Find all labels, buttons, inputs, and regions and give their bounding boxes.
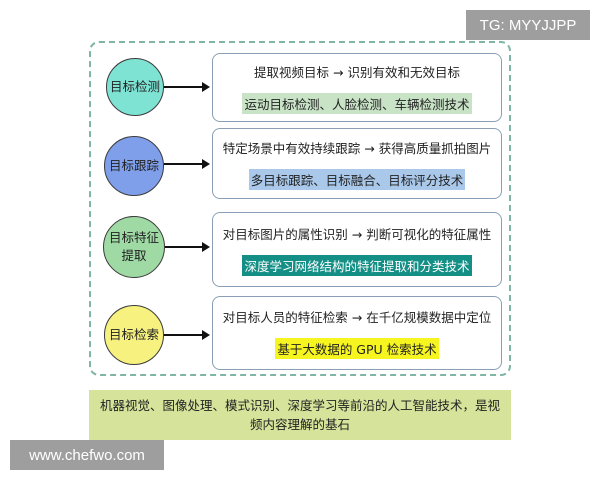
circle-label-line1: 目标特征	[108, 230, 159, 245]
process-description: 对目标人员的特征检索 → 在千亿规模数据中定位	[222, 310, 492, 325]
circle-feature-extraction: 目标特征 提取	[103, 216, 165, 278]
arrow-icon	[164, 159, 210, 169]
circle-target-retrieval: 目标检索	[104, 305, 164, 365]
technology-highlight: 基于大数据的 GPU 检索技术	[275, 338, 439, 359]
description-box-feature: 对目标图片的属性识别 → 判断可视化的特征属性 深度学习网络结构的特征提取和分类…	[212, 212, 502, 287]
technology-highlight: 深度学习网络结构的特征提取和分类技术	[242, 254, 472, 276]
circle-label: 目标检索	[108, 327, 159, 342]
summary-text: 机器视觉、图像处理、模式识别、深度学习等前沿的人工智能技术，是视频内容理解的基石	[99, 398, 500, 432]
description-box-detection: 提取视频目标 → 识别有效和无效目标 运动目标检测、人脸检测、车辆检测技术	[212, 53, 502, 122]
circle-label: 目标跟踪	[108, 158, 159, 173]
watermark-tg: TG: MYYJJPP	[466, 10, 590, 40]
watermark-site: www.chefwo.com	[10, 440, 164, 470]
process-description: 特定场景中有效持续跟踪 → 获得高质量抓拍图片	[222, 140, 492, 156]
process-description: 对目标图片的属性识别 → 判断可视化的特征属性	[222, 226, 492, 242]
technology-highlight: 多目标跟踪、目标融合、目标评分技术	[248, 168, 466, 190]
description-box-tracking: 特定场景中有效持续跟踪 → 获得高质量抓拍图片 多目标跟踪、目标融合、目标评分技…	[212, 128, 502, 199]
process-description: 提取视频目标 → 识别有效和无效目标	[254, 64, 460, 80]
arrow-icon	[164, 82, 210, 92]
description-box-retrieval: 对目标人员的特征检索 → 在千亿规模数据中定位 基于大数据的 GPU 检索技术	[212, 296, 502, 370]
circle-label: 目标检测	[109, 79, 160, 94]
arrow-icon	[164, 330, 210, 340]
technology-highlight: 运动目标检测、人脸检测、车辆检测技术	[242, 92, 472, 114]
arrow-icon	[165, 242, 210, 252]
diagram-container	[89, 41, 511, 376]
circle-target-detection: 目标检测	[106, 58, 164, 116]
summary-banner: 机器视觉、图像处理、模式识别、深度学习等前沿的人工智能技术，是视频内容理解的基石	[89, 390, 511, 440]
circle-target-tracking: 目标跟踪	[104, 136, 164, 196]
circle-label-line2: 提取	[121, 248, 147, 263]
